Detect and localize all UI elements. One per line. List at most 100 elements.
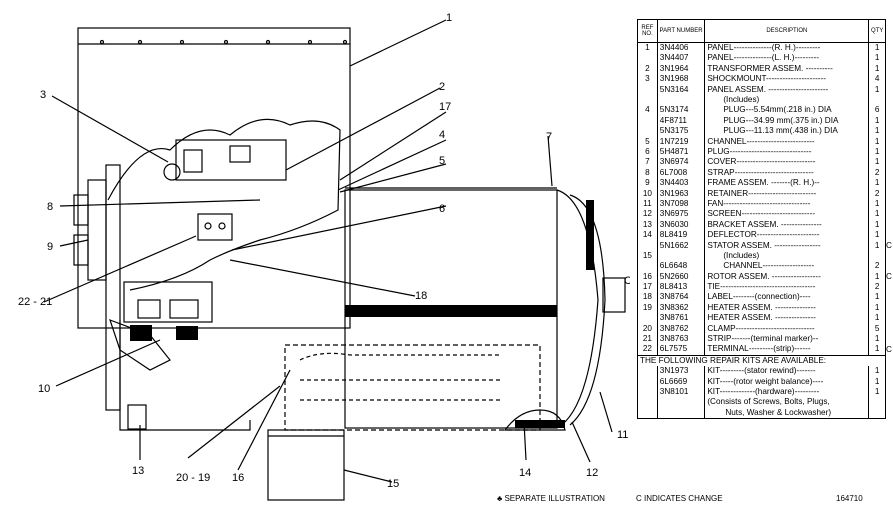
ref-cell: 2 xyxy=(637,63,658,75)
ref-cell: 9 xyxy=(637,178,658,189)
ref-cell xyxy=(637,261,658,272)
ref-cell xyxy=(637,386,658,398)
rotor-assembly-outline xyxy=(284,344,541,431)
qty-cell: 2 xyxy=(868,281,886,293)
callout-6: 6 xyxy=(439,203,445,215)
kit-note-line-2: Nuts, Washer & Lockwasher) xyxy=(704,407,870,420)
qty-cell: 1 xyxy=(868,42,886,54)
change-note-cell xyxy=(886,64,893,74)
qty-cell: 1 xyxy=(868,313,886,324)
qty-cell: 1 xyxy=(868,63,886,75)
part-number-cell: 1N7219 xyxy=(657,136,706,147)
callout-4: 4 xyxy=(439,129,445,141)
kit-note-row-2: Nuts, Washer & Lockwasher) xyxy=(637,407,893,420)
description-cell: BRACKET ASSEM. --------------- xyxy=(704,219,870,231)
change-note-cell xyxy=(886,324,893,334)
change-note-cell xyxy=(886,261,893,271)
qty-cell: 1 xyxy=(868,292,886,303)
callout-16: 16 xyxy=(232,472,244,484)
ref-cell: 8 xyxy=(637,167,658,179)
description-cell: HEATER ASSEM. --------------- xyxy=(704,302,870,314)
ref-cell: 15 xyxy=(637,250,658,262)
change-note-cell xyxy=(886,251,893,261)
qty-cell: 1 xyxy=(868,302,886,314)
callout-13: 13 xyxy=(132,465,144,477)
part-number-cell: 3N8761 xyxy=(657,313,706,324)
qty-cell: 1 xyxy=(868,84,886,95)
part-number-cell: 4F8711 xyxy=(657,115,706,127)
description-cell: STRAP----------------------------- xyxy=(704,167,870,179)
table-row: (Includes) xyxy=(637,94,893,106)
qty-cell xyxy=(868,250,886,262)
change-note-cell xyxy=(886,95,893,105)
fan-screen xyxy=(556,189,599,429)
change-note-cell xyxy=(886,387,893,397)
part-number-cell: 3N1963 xyxy=(657,188,706,199)
part-number-cell: 3N8764 xyxy=(657,292,706,303)
qty-cell: 1 xyxy=(868,240,886,251)
kit-qty-cell: 1 xyxy=(868,366,886,377)
qty-cell: 2 xyxy=(868,261,886,272)
ref-cell xyxy=(637,94,658,106)
callout-9: 9 xyxy=(47,241,53,253)
ref-cell xyxy=(637,376,658,387)
ref-cell: 12 xyxy=(637,209,658,220)
description-cell: CLAMP----------------------------- xyxy=(704,323,870,334)
qty-cell: 1 xyxy=(868,230,886,241)
kit-note-section: (Consists of Screws, Bolts, Plugs, Nuts,… xyxy=(637,397,893,420)
kit-qty-cell: 1 xyxy=(868,386,886,398)
description-cell: TERMINAL---------(strip)------ xyxy=(704,344,870,356)
part-number-cell: 3N4406 xyxy=(657,42,706,54)
ref-cell xyxy=(637,84,658,95)
ref-cell: 18 xyxy=(637,292,658,303)
ref-cell: 17 xyxy=(637,281,658,293)
description-cell: PLUG------------------------------ xyxy=(704,146,870,158)
ref-cell: 10 xyxy=(637,188,658,199)
transformer-assembly xyxy=(175,139,287,181)
qty-cell: 2 xyxy=(868,188,886,199)
description-cell: DEFLECTOR----------------------- xyxy=(704,230,870,241)
kits-heading-row: THE FOLLOWING REPAIR KITS ARE AVAILABLE: xyxy=(637,354,893,367)
part-number-cell: 3N8763 xyxy=(657,333,706,345)
description-cell: PANEL--------------(L. H.)--------- xyxy=(704,53,870,64)
ref-cell: 6 xyxy=(637,146,658,158)
change-note-cell xyxy=(886,85,893,95)
qty-cell: 1 xyxy=(868,146,886,158)
kit-description-cell: KIT---------(stator rewind)------- xyxy=(704,366,870,377)
kits-heading: THE FOLLOWING REPAIR KITS ARE AVAILABLE: xyxy=(637,354,886,367)
header-ref-no: REF NO. xyxy=(637,19,658,43)
bracket-assembly xyxy=(123,281,213,323)
part-number-cell: 6L6648 xyxy=(657,261,706,272)
description-cell: SHOCKMOUNT---------------------- xyxy=(704,74,870,85)
part-number-cell: 3N6974 xyxy=(657,157,706,168)
change-note-cell xyxy=(886,157,893,167)
qty-cell: 1 xyxy=(868,115,886,127)
table-row: 15(Includes) xyxy=(637,250,893,262)
part-number-cell: 3N6030 xyxy=(657,219,706,231)
change-note-cell xyxy=(886,116,893,126)
change-note-cell xyxy=(886,313,893,323)
kit-part-number-cell: 3N1973 xyxy=(657,366,706,377)
part-number-cell: 3N4403 xyxy=(657,178,706,189)
ref-cell xyxy=(637,126,658,137)
ref-cell: 21 xyxy=(637,333,658,345)
drawing-shading xyxy=(130,200,594,428)
description-cell: TRANSFORMER ASSEM. ---------- xyxy=(704,63,870,75)
ref-cell: 5 xyxy=(637,136,658,147)
